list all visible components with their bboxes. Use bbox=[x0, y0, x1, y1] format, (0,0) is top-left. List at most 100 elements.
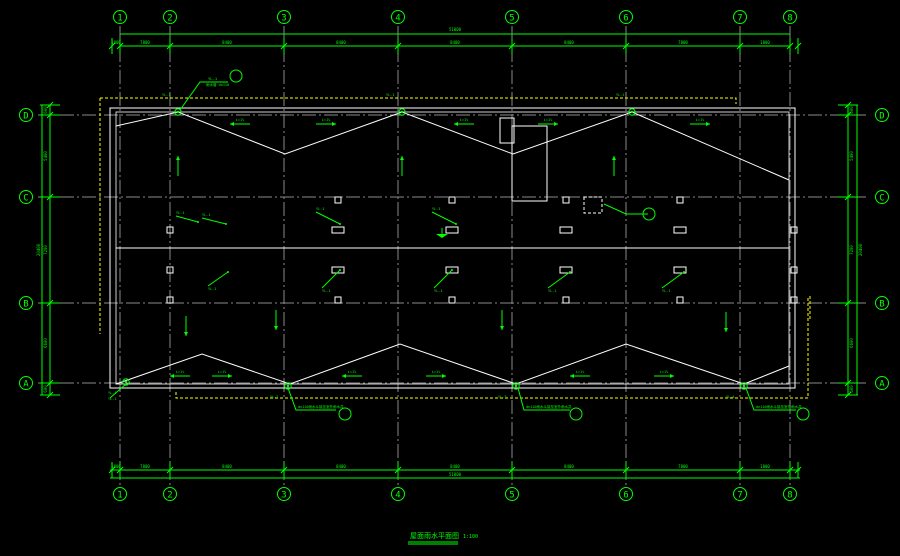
axis-label-C: C bbox=[879, 194, 884, 204]
axis-label-4: 4 bbox=[395, 14, 400, 24]
axis-bubble-6-top: 6 bbox=[619, 10, 633, 24]
column-marker bbox=[676, 296, 684, 304]
column-marker bbox=[334, 296, 342, 304]
axis-label-8: 8 bbox=[787, 14, 792, 24]
slope-arrow: i=1% bbox=[654, 370, 674, 378]
axis-label-3: 3 bbox=[281, 491, 286, 501]
dim-segment: 1800 bbox=[760, 464, 770, 469]
roof-hatch-box bbox=[499, 117, 603, 214]
axis-bubble-6-bottom: 6 bbox=[619, 487, 633, 501]
axis-label-5: 5 bbox=[509, 14, 514, 24]
column-markers bbox=[166, 196, 798, 304]
column-marker bbox=[562, 296, 570, 304]
column-marker bbox=[166, 266, 174, 274]
slope-arrow: i=1% bbox=[454, 118, 474, 126]
leader-tag: YL-1 bbox=[434, 289, 442, 293]
leader-tag: YL-1 bbox=[662, 289, 670, 293]
column-marker bbox=[673, 226, 687, 234]
leader-tag: YL-1 bbox=[548, 289, 556, 293]
axis-bubble-8-bottom: 8 bbox=[783, 487, 797, 501]
roof-drain-icon: YL-1 bbox=[616, 93, 636, 116]
slope-arrow: i=1% bbox=[230, 118, 250, 126]
axis-bubble-3-top: 3 bbox=[277, 10, 291, 24]
slope-arrow: i=1% bbox=[212, 370, 232, 378]
leader-line: YL-1 bbox=[433, 269, 453, 293]
slope-tag: i=1% bbox=[544, 118, 553, 122]
axis-label-3: 3 bbox=[281, 14, 286, 24]
slope-tag: i=1% bbox=[576, 370, 585, 374]
dim-segment: 600 bbox=[849, 106, 854, 114]
axis-label-6: 6 bbox=[623, 14, 628, 24]
overall-width-bottom: 51000 bbox=[449, 472, 462, 477]
slope-arrow: i=1% bbox=[570, 370, 590, 378]
leader-line: YL-1 bbox=[175, 211, 199, 223]
callout-downpipe-5: dn110雨水斗接至室外雨水井 bbox=[526, 404, 572, 409]
column-marker bbox=[334, 196, 342, 204]
dim-segment: 8400 bbox=[450, 464, 460, 469]
axis-bubble-D-right: D bbox=[875, 108, 889, 122]
slope-tag: i=1% bbox=[460, 118, 469, 122]
dim-segment: 7800 bbox=[678, 40, 688, 45]
drain-tag: YL-1 bbox=[108, 391, 116, 395]
dim-segment: 7800 bbox=[140, 40, 150, 45]
leader-tag: YL-1 bbox=[322, 289, 330, 293]
slope-tag: i=1% bbox=[176, 370, 185, 374]
axis-bubble-4-bottom: 4 bbox=[391, 487, 405, 501]
axis-center-lines bbox=[38, 26, 868, 486]
dim-segment: 5400 bbox=[849, 151, 854, 161]
axis-label-D: D bbox=[879, 112, 884, 122]
axis-bubble-1-bottom: 1 bbox=[113, 487, 127, 501]
roof-drain-icon: YL-4 bbox=[726, 382, 748, 399]
axis-label-A: A bbox=[879, 380, 885, 390]
axis-bubble-A-left: A bbox=[19, 376, 33, 390]
dim-segment: 8400 bbox=[336, 464, 346, 469]
column-marker bbox=[790, 296, 798, 304]
axis-bubble-A-right: A bbox=[875, 376, 889, 390]
callout-drain-a1: YL-1 bbox=[108, 397, 116, 401]
axis-label-2: 2 bbox=[167, 14, 172, 24]
axis-bubble-7-bottom: 7 bbox=[733, 487, 747, 501]
dim-segment: 8400 bbox=[336, 40, 346, 45]
slope-arrows: i=1%i=1%i=1%i=1%i=1%i=1%i=1%i=1%i=1%i=1%… bbox=[170, 118, 728, 378]
axis-label-1: 1 bbox=[117, 14, 122, 24]
dim-segment: 1800 bbox=[111, 40, 121, 45]
slope-arrow: i=1% bbox=[170, 370, 190, 378]
dim-segment: 8400 bbox=[222, 40, 232, 45]
axis-label-7: 7 bbox=[737, 14, 742, 24]
overall-width-top: 51000 bbox=[449, 27, 462, 32]
slope-tag: i=1% bbox=[236, 118, 245, 122]
column-marker bbox=[559, 226, 573, 234]
drawing-title: 屋面雨水平面图 bbox=[410, 531, 459, 540]
drawing-title-block: 屋面雨水平面图 1:100 bbox=[408, 531, 478, 545]
axis-bubble-2-bottom: 2 bbox=[163, 487, 177, 501]
callout-drain-d2: YL-1 bbox=[208, 76, 218, 81]
column-marker bbox=[331, 226, 345, 234]
dim-segment: 6600 bbox=[849, 338, 854, 348]
column-marker bbox=[445, 266, 459, 274]
dim-segment: 7200 bbox=[43, 245, 48, 255]
column-marker bbox=[790, 226, 798, 234]
column-marker bbox=[559, 266, 573, 274]
axis-bubble-B-left: B bbox=[19, 296, 33, 310]
leader-tag: YL-1 bbox=[316, 207, 324, 211]
axis-label-2: 2 bbox=[167, 491, 172, 501]
drain-callouts: YL-1 雨水管 dn110 dn110雨水斗接至室外雨水井 dn110雨水斗接… bbox=[108, 69, 810, 421]
axis-bubble-5-top: 5 bbox=[505, 10, 519, 24]
slope-arrow bbox=[436, 228, 448, 238]
axis-label-6: 6 bbox=[623, 491, 628, 501]
column-marker bbox=[676, 196, 684, 204]
slope-arrow: i=1% bbox=[690, 118, 710, 126]
axis-bubble-7-top: 7 bbox=[733, 10, 747, 24]
drain-tag: YL-1 bbox=[616, 93, 624, 97]
leader-line: YL-1 bbox=[431, 207, 457, 225]
slope-arrow: i=1% bbox=[316, 118, 336, 126]
roof-outline bbox=[109, 107, 796, 389]
roof-drain-icon: YL-3 bbox=[498, 382, 520, 399]
roof-drain-icon: YL-1 bbox=[108, 378, 130, 395]
roof-drain-icon: YL-1 bbox=[162, 93, 182, 116]
dim-segment: 8400 bbox=[450, 40, 460, 45]
axis-label-C: C bbox=[23, 194, 28, 204]
